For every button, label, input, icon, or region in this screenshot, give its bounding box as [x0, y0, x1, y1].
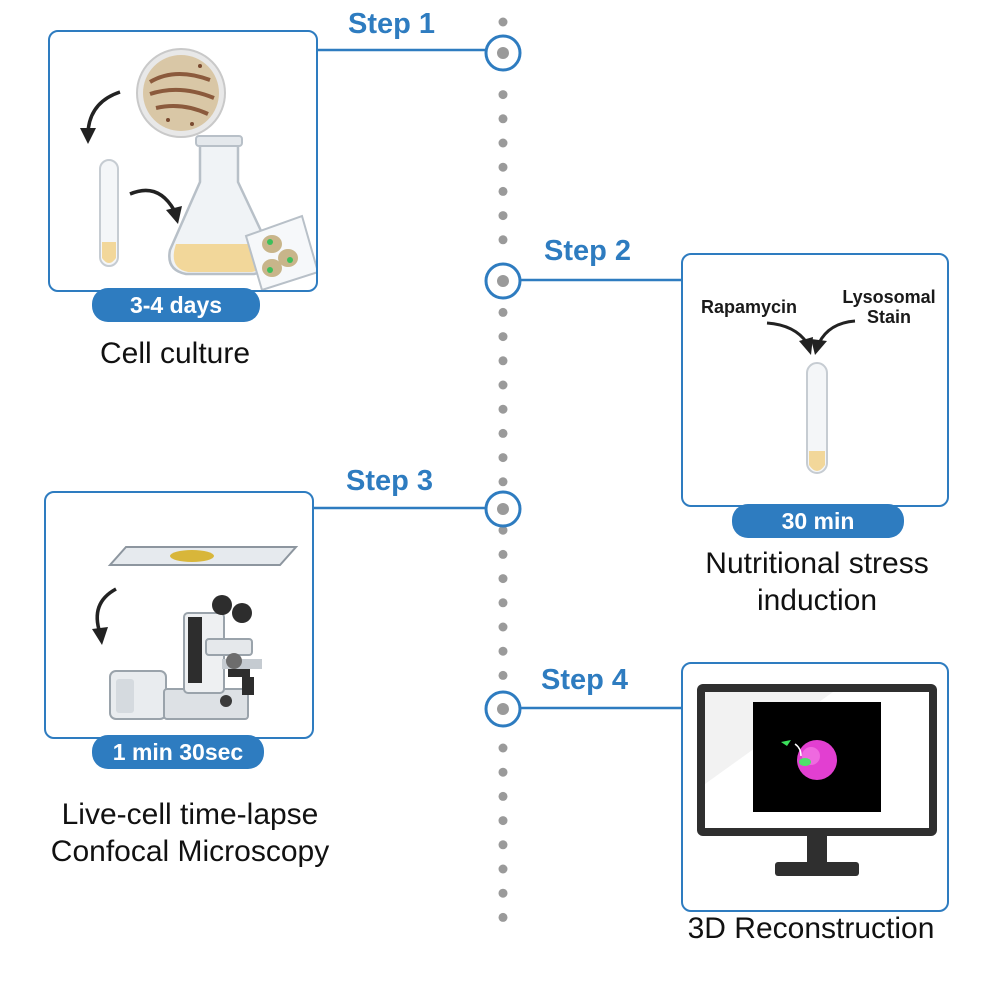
timeline-dot [498, 816, 508, 826]
step-2-duration-badge: 30 min [732, 504, 904, 538]
lysosomal-stain-label: Lysosomal Stain [831, 287, 947, 327]
timeline-dot [498, 186, 508, 196]
lysosomal-stain-line-1: Lysosomal [842, 287, 936, 307]
timeline-dot [498, 840, 508, 850]
connector-lines [314, 48, 682, 710]
timeline-dot [498, 114, 508, 124]
timeline-dot [498, 332, 508, 342]
step-3-panel [44, 491, 314, 739]
timeline-dot [498, 356, 508, 366]
timeline-dot [498, 90, 508, 100]
timeline-dot [498, 380, 508, 390]
timeline-dot [498, 525, 508, 535]
microscope-icon [109, 595, 262, 720]
test-tube-icon [806, 362, 828, 474]
timeline-dot [498, 17, 508, 27]
step-2-panel: Rapamycin Lysosomal Stain [681, 253, 949, 507]
timeline-dot [498, 791, 508, 801]
timeline-dot [498, 307, 508, 317]
step-1-duration-badge: 3-4 days [92, 288, 260, 322]
cell-3d-render [781, 740, 837, 780]
petri-dish-icon [136, 48, 226, 138]
timeline-dot [498, 574, 508, 584]
test-tube-icon [99, 159, 119, 267]
timeline-dot [498, 912, 508, 922]
timeline-dot [498, 767, 508, 777]
step-3-title: Step 3 [346, 465, 434, 497]
timeline-dot [498, 235, 508, 245]
timeline-dot [498, 138, 508, 148]
step-4-title: Step 4 [541, 664, 629, 696]
reconstruction-illustration [697, 684, 937, 876]
curved-arrow-icon [92, 587, 117, 645]
step-2-title: Step 2 [544, 235, 632, 267]
timeline-dot [498, 477, 508, 487]
step-3-caption: Live-cell time-lapse Confocal Microscopy [20, 796, 360, 870]
lysosomal-stain-line-2: Stain [866, 307, 911, 327]
timeline-dot [498, 598, 508, 608]
step-3-duration-badge: 1 min 30sec [92, 735, 264, 769]
curved-arrow-icon [811, 319, 856, 355]
timeline-dot [498, 622, 508, 632]
step-2-caption-line-2: induction [756, 584, 878, 617]
step-3-caption-line-2: Confocal Microscopy [50, 835, 330, 868]
timeline-dot [498, 864, 508, 874]
step-4-panel [681, 662, 949, 912]
stress-induction-illustration [766, 319, 856, 474]
step-4-caption-line: 3D Reconstruction [687, 912, 935, 945]
timeline-dot [498, 211, 508, 221]
timeline-dot [498, 646, 508, 656]
slide-icon [107, 546, 299, 566]
timeline-dot [498, 453, 508, 463]
curved-arrow-icon [129, 188, 182, 224]
timeline-dot [498, 549, 508, 559]
timeline-dot [498, 743, 508, 753]
step-1-panel [48, 30, 318, 292]
timeline-dot [498, 888, 508, 898]
curved-arrow-icon [766, 321, 813, 355]
step-4-caption: 3D Reconstruction [656, 910, 966, 947]
step-2-caption-line-1: Nutritional stress [705, 547, 929, 580]
step-2-caption: Nutritional stress induction [672, 545, 962, 619]
timeline-dot [498, 428, 508, 438]
timeline-dot [498, 162, 508, 172]
timeline-dots [498, 17, 508, 922]
cell-culture-illustration [80, 48, 316, 290]
step-3-caption-line-1: Live-cell time-lapse [61, 798, 319, 831]
yeast-cells-icon [244, 214, 316, 290]
node-centers [497, 47, 509, 715]
rapamycin-label: Rapamycin [700, 297, 798, 317]
step-1-caption-line: Cell culture [99, 337, 251, 370]
step-1-title: Step 1 [348, 8, 436, 40]
timeline-dot [498, 404, 508, 414]
step-1-caption: Cell culture [60, 335, 290, 372]
timeline-dot [498, 670, 508, 680]
curved-arrow-icon [80, 90, 121, 144]
microscopy-illustration [92, 546, 299, 720]
